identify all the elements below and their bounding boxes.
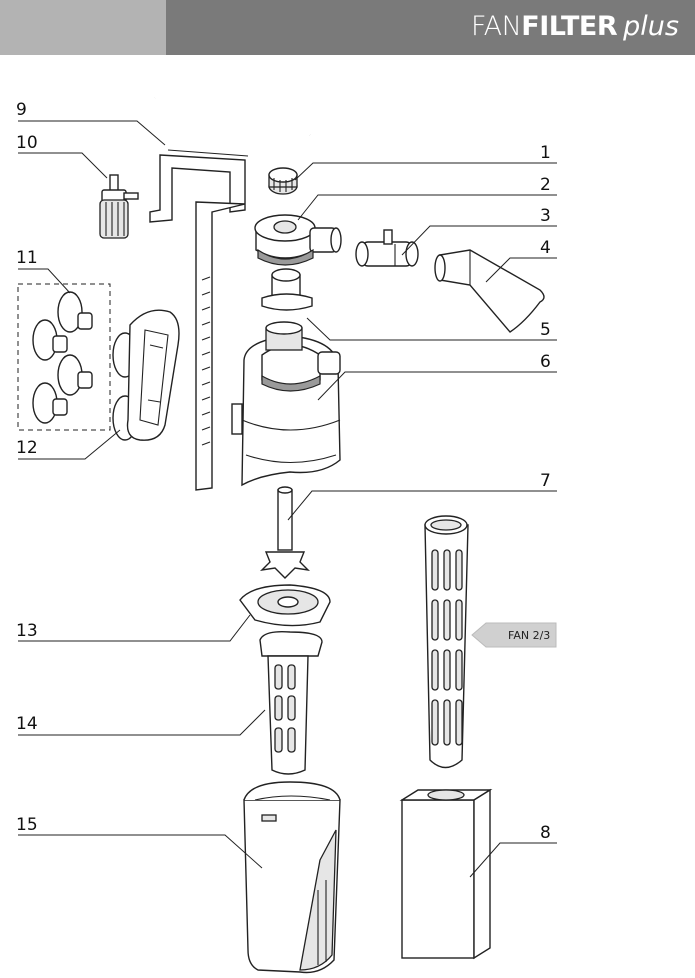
label-11: 11	[16, 248, 38, 268]
header-left-block	[0, 0, 166, 55]
label-2: 2	[540, 175, 551, 195]
label-9: 9	[16, 100, 27, 120]
brand-plus: plus	[623, 11, 679, 42]
label-12: 12	[16, 438, 38, 458]
part-8-sponge	[399, 788, 493, 960]
brand-fan: FAN	[471, 11, 522, 42]
fan-tag: FAN 2/3	[471, 622, 557, 648]
part-9-tube	[154, 90, 312, 138]
part-4-nozzle	[434, 249, 545, 333]
label-14: 14	[16, 714, 38, 734]
fan-2-3-strainer	[424, 515, 469, 769]
label-8: 8	[540, 823, 551, 843]
part-6-motor	[231, 321, 341, 487]
part-14-strainer	[259, 630, 323, 775]
label-1: 1	[540, 143, 551, 163]
fan-tag-label: FAN 2/3	[508, 629, 550, 642]
label-4: 4	[540, 238, 551, 258]
leader-lines	[18, 120, 557, 878]
label-10: 10	[16, 133, 38, 153]
label-5: 5	[540, 320, 551, 340]
brand-filter: FILTER	[521, 11, 618, 42]
part-9-hanger	[149, 149, 249, 491]
part-13-plate	[239, 584, 331, 627]
part-15-housing	[243, 781, 341, 974]
label-6: 6	[540, 352, 551, 372]
part-5-rotor-cover	[261, 268, 313, 311]
part-numbers: 9 10 11 12 13 14 15 1 2 3 4 5 6 7 8	[16, 100, 551, 843]
part-11-suction-cups	[17, 283, 111, 431]
label-3: 3	[540, 206, 551, 226]
label-7: 7	[540, 471, 551, 491]
label-13: 13	[16, 621, 38, 641]
part-10-valve	[99, 174, 139, 239]
part-2-head	[254, 214, 342, 266]
part-1-cap	[268, 167, 298, 195]
label-15: 15	[16, 815, 38, 835]
part-12-holder-plate	[112, 309, 180, 441]
part-7-impeller	[259, 486, 311, 579]
